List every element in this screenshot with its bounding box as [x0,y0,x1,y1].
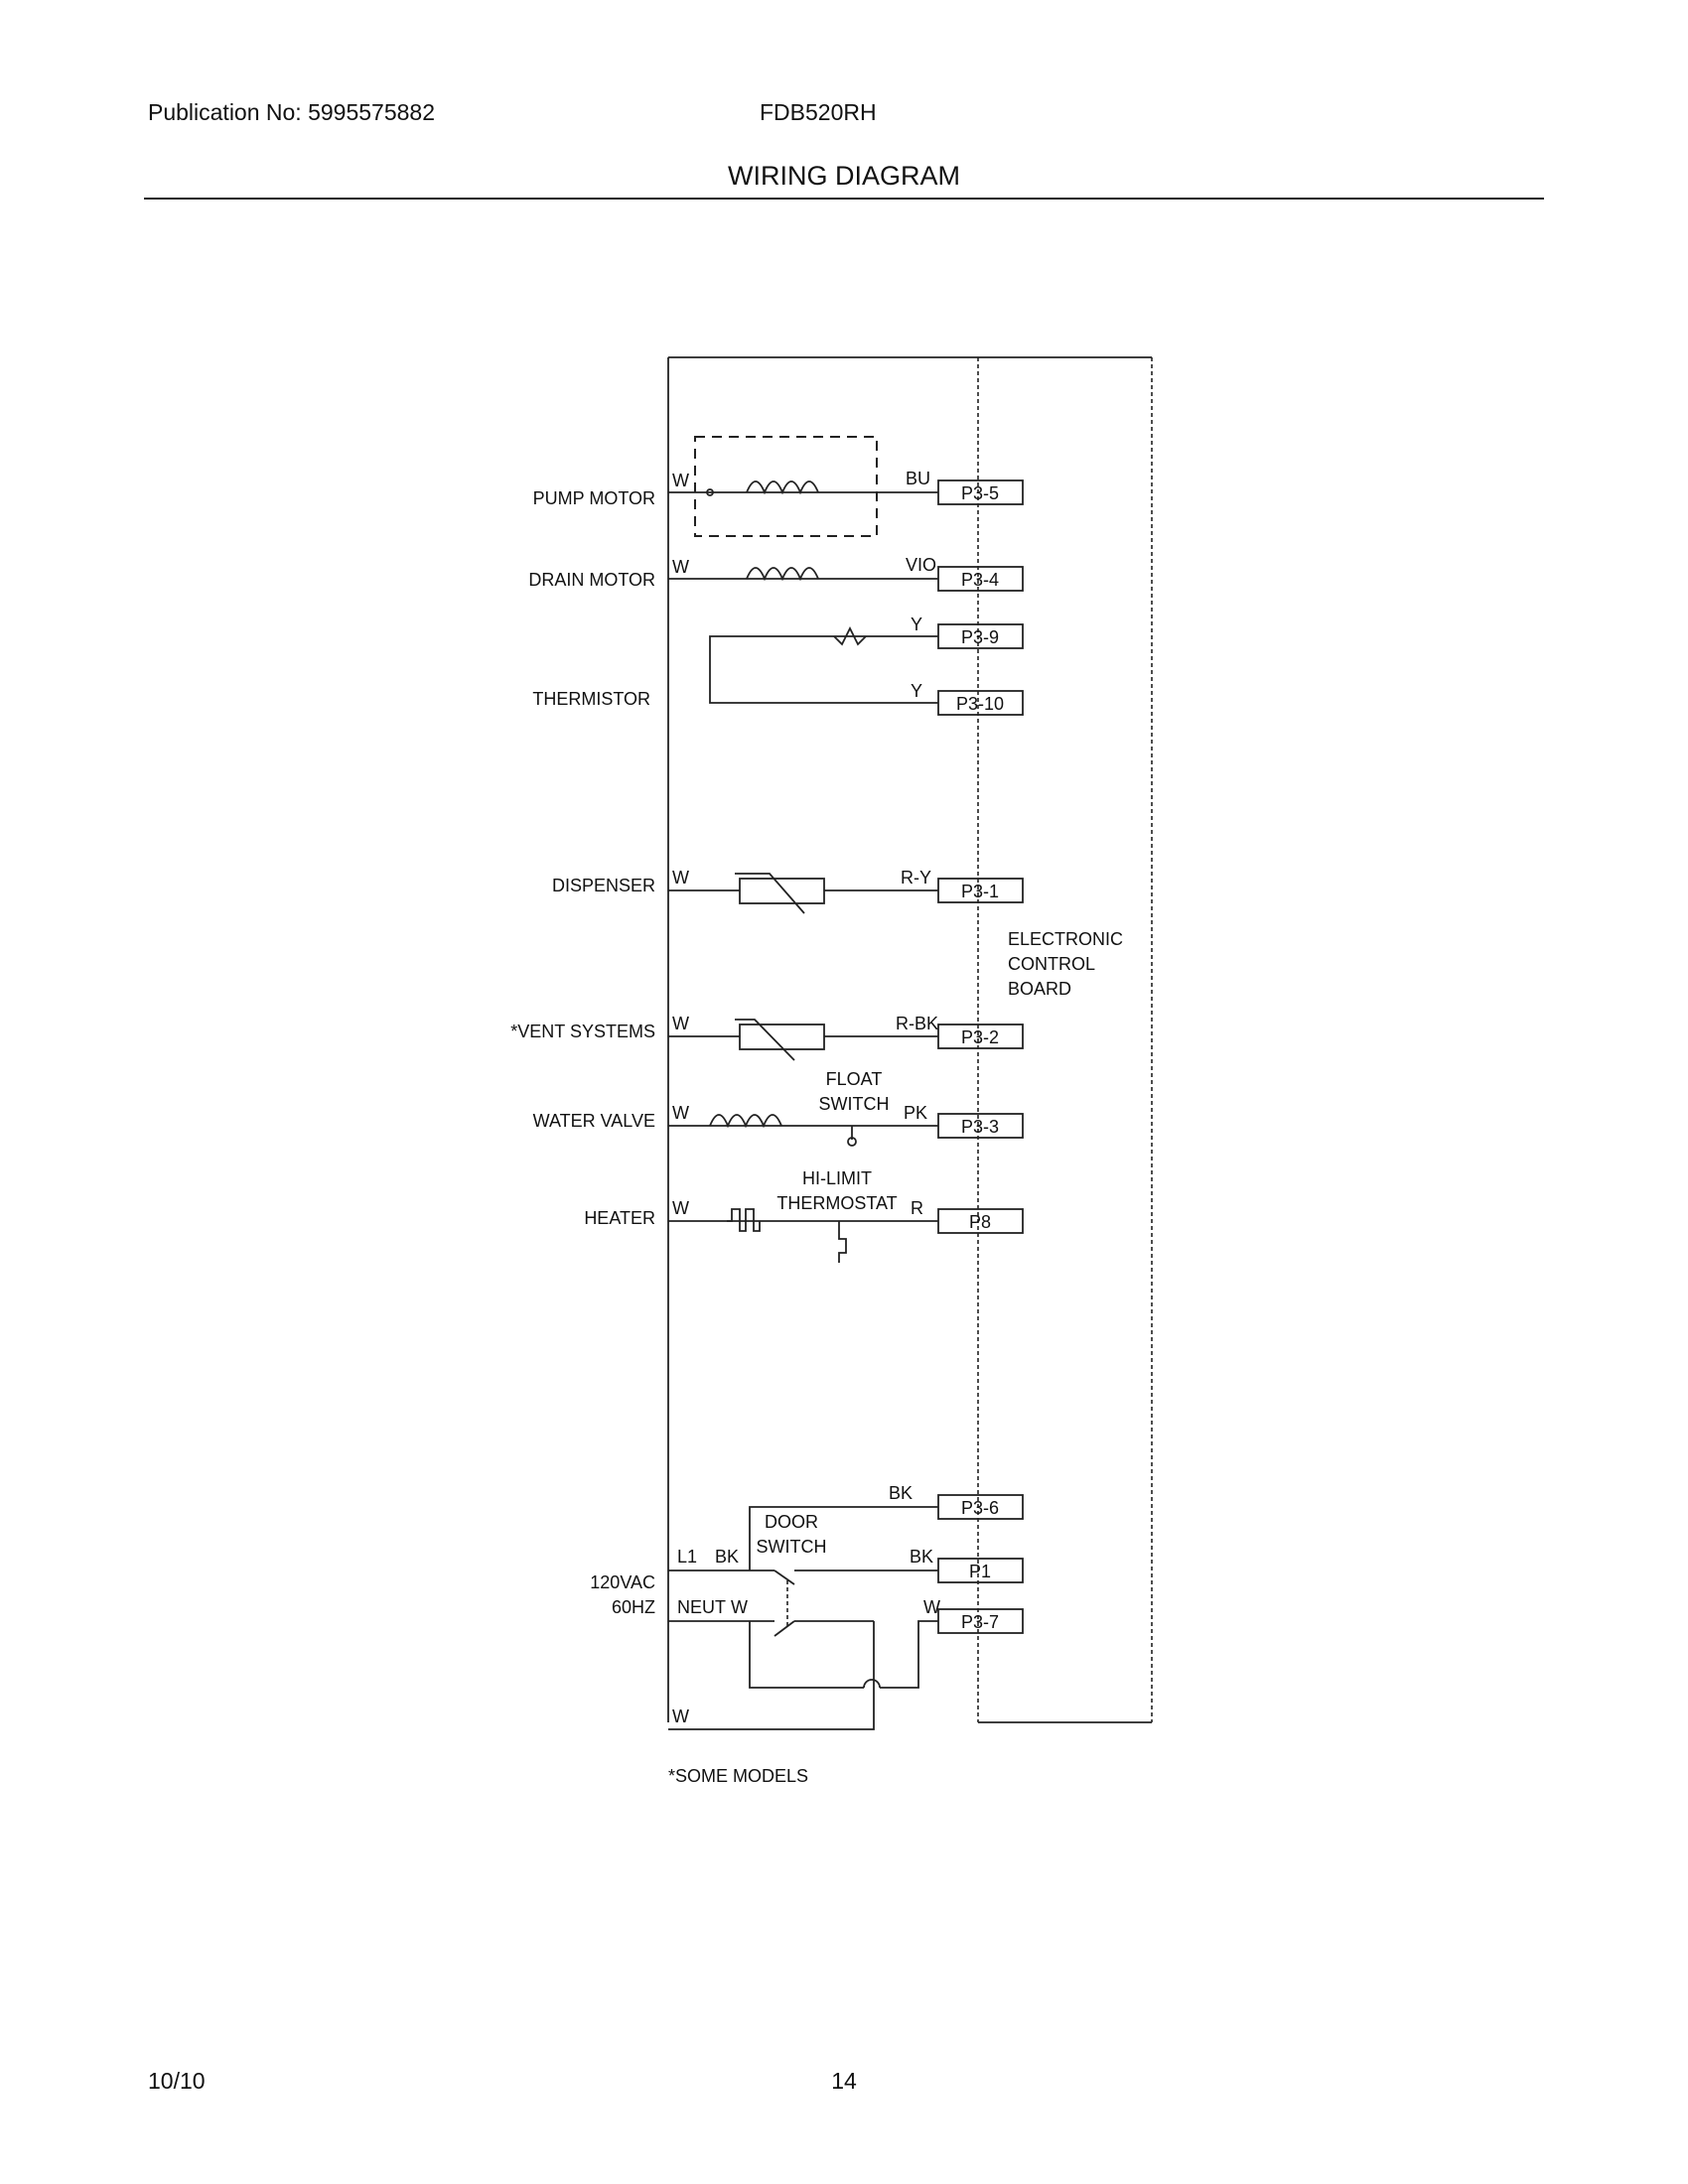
connector-p3-5 [937,479,1024,505]
connector-p3-2 [937,1024,1024,1049]
page-title: WIRING DIAGRAM [728,161,960,191]
vent-wire-left: W [672,1014,689,1033]
pump-motor-enclosure [694,436,878,537]
disp-wire-left: W [672,868,689,887]
valve-wire-left: W [672,1103,689,1123]
header-divider [144,198,1544,200]
p3-6-wire [749,1506,938,1570]
neut-label: NEUT [677,1597,726,1617]
neut-drop-wire [668,1621,875,1730]
connector-p3-7-label: P3-7 [961,1612,999,1632]
publication-number: Publication No: 5995575882 [148,99,436,125]
bottom-wire-label: W [672,1706,689,1726]
connector-p3-6-label: P3-6 [961,1498,999,1518]
p3-7-return-wire [880,1620,938,1689]
water-valve-label: WATER VALVE [533,1111,655,1131]
connector-p3-10 [937,690,1024,716]
therm-wire-bottom: Y [911,681,922,701]
valve-wire-right: PK [904,1103,927,1123]
p1-wire-label: BK [910,1547,933,1567]
connector-p3-7 [937,1608,1024,1634]
drain-wire-left: W [672,557,689,577]
connector-p3-4 [937,566,1024,592]
connector-p1-label: P1 [969,1562,991,1581]
vent-element-icon [739,1024,825,1050]
pump-motor-label: PUMP MOTOR [533,488,655,508]
heater-label: HEATER [584,1208,655,1228]
dispenser-label: DISPENSER [552,876,655,895]
connector-p3-2-label: P3-2 [961,1027,999,1047]
p36-wire-label: BK [889,1483,913,1503]
ecb-label-3: BOARD [1008,979,1071,999]
connector-p3-5-label: P3-5 [961,483,999,503]
drain-wire-right: VIO [906,555,936,575]
connector-p3-1-label: P3-1 [961,882,999,901]
hi-limit-thermostat-icon [838,1221,847,1263]
float-switch-label-1: FLOAT [826,1069,883,1089]
publication-date: 10/10 [148,2068,206,2094]
thermistor-loop-wire [709,635,938,704]
connector-p3-6 [937,1494,1024,1520]
connector-p8-label: P8 [969,1212,991,1232]
drain-motor-label: DRAIN MOTOR [528,570,655,590]
door-switch-label-1: DOOR [765,1512,818,1532]
vent-systems-label: *VENT SYSTEMS [510,1022,655,1041]
connector-p8 [937,1208,1024,1234]
disp-wire-right: R-Y [901,868,931,887]
therm-wire-top: Y [911,614,922,634]
door-switch-upper-blade-icon [774,1570,795,1585]
door-switch-label-2: SWITCH [757,1537,827,1557]
pump-wire-left: W [672,471,689,490]
supply-voltage-label: 120VAC [590,1572,655,1592]
l1-label: L1 [677,1547,697,1567]
ecb-label-1: ELECTRONIC [1008,929,1123,949]
drain-motor-coil-icon [746,567,819,582]
heater-wire-right: R [911,1198,923,1218]
some-models-note: *SOME MODELS [668,1766,808,1786]
neut-loop-wire [749,1621,864,1689]
float-switch-label-2: SWITCH [819,1094,890,1114]
door-switch-lower-blade-icon [774,1620,795,1637]
l1-wire-label: BK [715,1547,739,1567]
dispenser-variable-arrow-icon [735,873,805,914]
connector-p3-1 [937,878,1024,903]
model-number: FDB520RH [760,99,877,125]
hi-limit-label-1: HI-LIMIT [802,1168,872,1188]
hi-limit-label-2: THERMOSTAT [776,1193,897,1213]
pump-wire-right: BU [906,469,930,488]
p37-wire-label: W [923,1597,940,1617]
heater-element-icon [727,1208,761,1232]
connector-p3-3 [937,1113,1024,1139]
pump-overload-contact [706,488,714,496]
thermistor-resistor-icon [833,625,867,646]
vent-wire-right: R-BK [896,1014,938,1033]
dispenser-element-icon [739,878,825,904]
connector-p3-10-label: P3-10 [956,694,1004,714]
neut-wire-label: W [731,1597,748,1617]
thermistor-label: THERMISTOR [532,689,650,709]
water-valve-coil-icon [709,1114,782,1129]
connector-p1 [937,1558,1024,1583]
float-switch-ball [847,1137,857,1147]
page-number: 14 [831,2068,857,2094]
connector-p3-4-label: P3-4 [961,570,999,590]
heater-wire-left: W [672,1198,689,1218]
supply-frequency-label: 60HZ [612,1597,655,1617]
connector-p3-3-label: P3-3 [961,1117,999,1137]
neut-crossover-icon [863,1679,881,1689]
vent-variable-arrow-icon [735,1019,795,1061]
connector-p3-9 [937,623,1024,649]
connector-p3-9-label: P3-9 [961,627,999,647]
pump-motor-coil-icon [746,480,819,495]
ecb-label-2: CONTROL [1008,954,1095,974]
